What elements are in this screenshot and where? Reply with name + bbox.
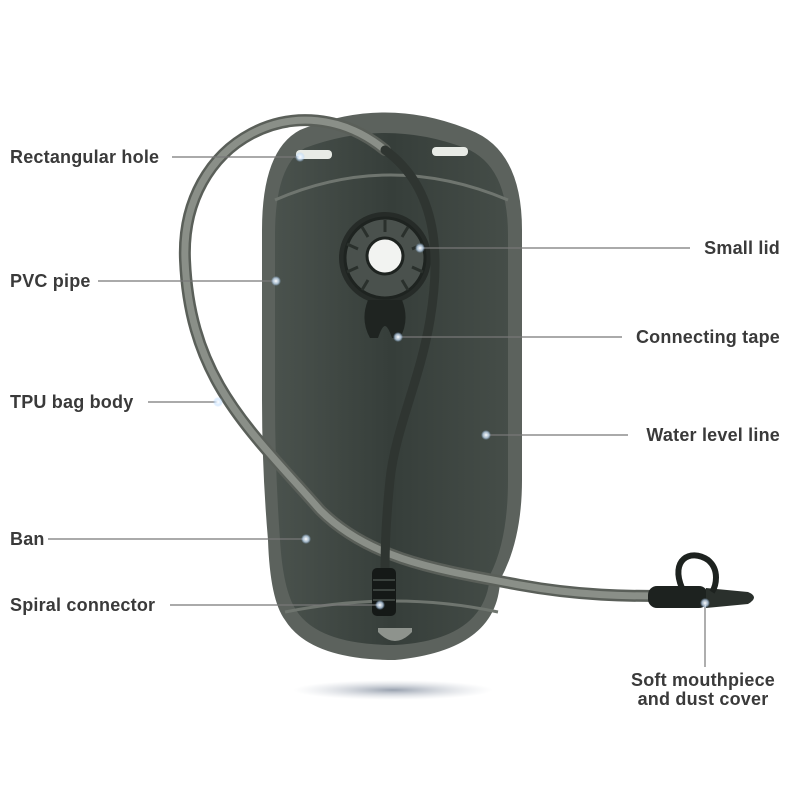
lid-grip-ribs: [346, 220, 424, 291]
pvc-pipe: [181, 116, 664, 600]
label-soft-mouthpiece: Soft mouthpiece and dust cover: [624, 671, 782, 709]
rectangular-hole-left: [296, 150, 332, 159]
bottom-tab: [378, 628, 412, 641]
rectangular-hole-right: [432, 147, 468, 156]
upper-seam-line: [274, 173, 509, 202]
inner-tube: [380, 145, 440, 580]
label-water-level-line: Water level line: [646, 425, 780, 445]
spiral-connector: [372, 568, 396, 616]
connecting-tape: [364, 300, 406, 338]
mouthpiece-body: [648, 586, 708, 608]
label-rectangular-hole: Rectangular hole: [10, 147, 160, 167]
label-mouthpiece-line1: Soft mouthpiece: [630, 670, 775, 690]
label-tpu-bag-body: TPU bag body: [10, 392, 134, 412]
label-connecting-tape: Connecting tape: [635, 327, 780, 347]
dust-cover-strap: [675, 552, 719, 594]
label-mouthpiece-line2: and dust cover: [637, 689, 769, 709]
label-spiral-connector: Spiral connector: [10, 595, 156, 615]
lid-center-cap: [365, 236, 405, 276]
ground-shadow: [293, 680, 493, 700]
leader-lines: [48, 156, 706, 667]
mouthpiece-bite-valve: [706, 588, 754, 608]
label-ban: Ban: [10, 529, 45, 549]
connector-threads: [373, 579, 395, 601]
label-small-lid: Small lid: [704, 238, 780, 258]
callout-dots: [213, 152, 710, 610]
label-pvc-pipe: PVC pipe: [10, 271, 91, 291]
